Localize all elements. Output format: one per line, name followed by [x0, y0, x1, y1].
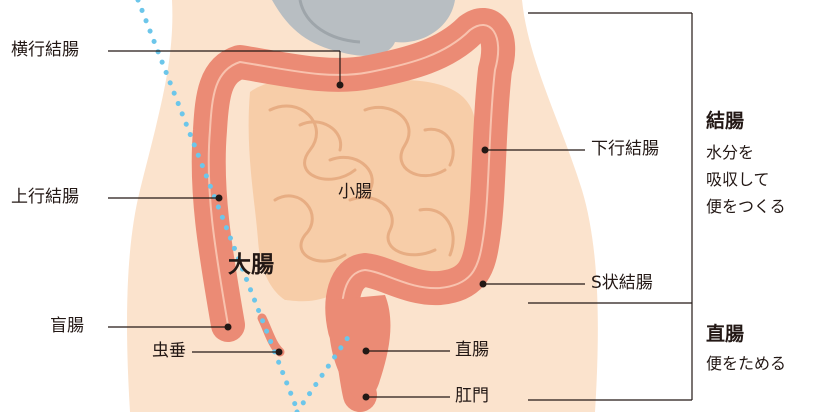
- label-ascending-colon: 上行結腸: [11, 189, 79, 206]
- side-desc-colon-line: 水分を: [706, 139, 786, 166]
- side-desc-colon-line: 吸収して: [706, 166, 786, 193]
- side-title-rectum: 直腸: [706, 319, 744, 346]
- side-desc-colon-line: 便をつくる: [706, 193, 786, 220]
- label-appendix: 虫垂: [152, 343, 186, 360]
- side-title-colon: 結腸: [706, 106, 744, 133]
- side-desc-rectum: 便をためる: [706, 350, 786, 377]
- side-desc-rectum-line: 便をためる: [706, 350, 786, 377]
- label-descending-colon: 下行結腸: [591, 141, 659, 158]
- label-cecum: 盲腸: [50, 318, 84, 335]
- label-large-intestine: 大腸: [228, 254, 274, 277]
- side-desc-colon: 水分を 吸収して 便をつくる: [706, 139, 786, 220]
- label-small-intestine: 小腸: [338, 184, 372, 201]
- label-rectum: 直腸: [455, 342, 489, 359]
- label-sigmoid-colon: S状結腸: [591, 275, 653, 292]
- label-anus: 肛門: [455, 388, 489, 405]
- label-transverse-colon: 横行結腸: [11, 42, 79, 59]
